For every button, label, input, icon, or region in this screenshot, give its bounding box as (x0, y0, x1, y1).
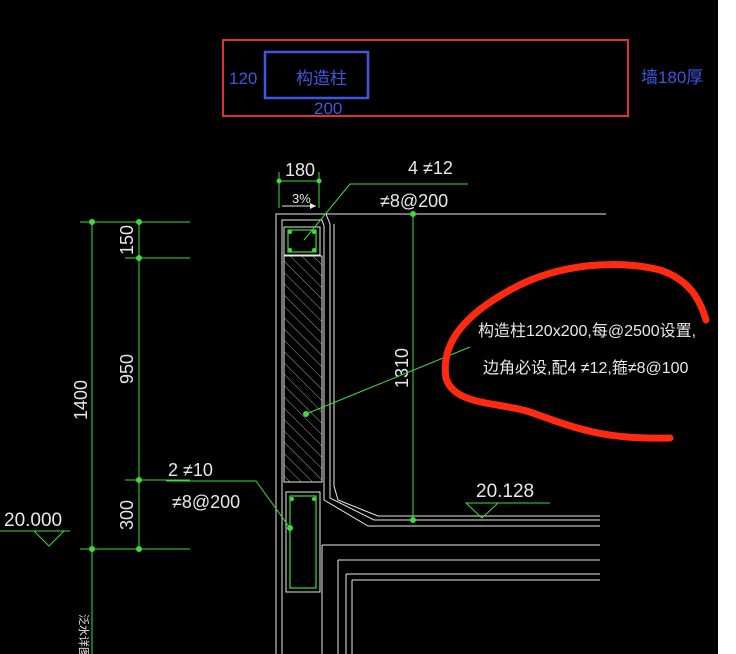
right-elevation-text: 20.128 (476, 481, 534, 502)
left-elevation-text: 20.000 (4, 510, 62, 531)
bottom-main-rebar-text: 2 ≠10 (168, 460, 213, 480)
bottom-tie-beam (285, 491, 321, 593)
slope-arrow-head (310, 203, 316, 209)
parapet-detail-drawing: 120 构造柱 200 墙180厚 180 3% (0, 39, 710, 654)
legend-column-box (263, 50, 370, 100)
top-stirrup-text: ≠8@200 (380, 191, 448, 211)
parapet-outline (275, 213, 606, 654)
legend-width-text: 120 (229, 69, 257, 88)
note-line-1: 构造柱120x200,每@2500设置, (478, 322, 696, 340)
legend-length-text: 200 (314, 99, 342, 118)
top-main-rebar-text: 4 ≠12 (408, 158, 453, 178)
slope-text: 3% (292, 191, 311, 206)
total-height-text: 1400 (71, 380, 91, 420)
note-line-2: 边角必设,配4 ≠12,箍≠8@100 (483, 359, 689, 377)
left-elevation-mark (0, 530, 70, 547)
red-markup-curve (441, 261, 710, 442)
side-label: 泛水详图 (77, 614, 91, 654)
parapet-height-text: 1310 (392, 348, 412, 388)
parapet-wall-hatch (283, 255, 323, 483)
top-tie-beam (283, 226, 321, 256)
segment-mid-text: 950 (117, 354, 137, 384)
legend-column-label: 构造柱 (296, 69, 347, 88)
legend-wall-text: 墙180厚 (641, 68, 703, 87)
top-width-dimension (276, 172, 322, 208)
segment-top-text: 150 (117, 225, 137, 255)
bottom-stirrup-text: ≠8@200 (172, 492, 240, 512)
right-elevation-mark (464, 502, 550, 519)
height-dimension-chain (80, 219, 190, 654)
legend-frame (222, 39, 629, 117)
cad-drawing-canvas[interactable]: 120 构造柱 200 墙180厚 180 3% (0, 0, 718, 654)
top-width-text: 180 (285, 160, 315, 180)
segment-bottom-text: 300 (117, 500, 137, 530)
parapet-height-dimension (410, 211, 416, 523)
